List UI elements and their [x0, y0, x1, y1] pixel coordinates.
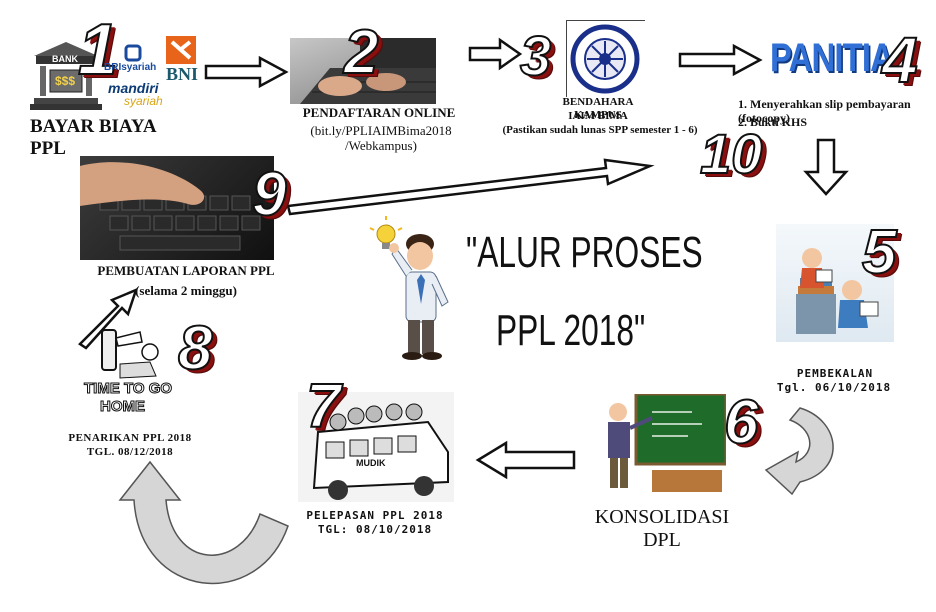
arrow-3-to-4: [678, 43, 763, 77]
teacher-blackboard-icon: [608, 394, 726, 492]
step-2-label-line1: PENDAFTARAN ONLINE: [302, 105, 456, 120]
step-8-label-line1: PENARIKAN PPL 2018: [68, 432, 192, 444]
step-3-label-line2: IAIM BIMA: [568, 110, 628, 122]
step-9-label-line1: PEMBUATAN LAPORAN PPL: [97, 263, 275, 278]
step-5-number: 5: [861, 218, 898, 287]
arrow-9-to-10: [286, 158, 655, 216]
step-2-number: 2: [343, 18, 380, 87]
diagram-title-line1: "ALUR PROSES: [466, 228, 703, 277]
step-4-number: 4: [881, 24, 919, 96]
step-2-typing-photo: [290, 38, 436, 104]
mandiri-logo-text: mandiri: [108, 80, 159, 96]
step-7-label-line1: PELEPASAN PPL 2018: [306, 509, 444, 522]
step-2-label-line2: (bit.ly/PPLIAIMBima2018 /Webkampus): [310, 123, 452, 153]
step-3-campus-seal: [566, 20, 645, 97]
step-9-number: 9: [251, 160, 288, 229]
bni-mark-icon: [166, 36, 196, 64]
arrow-4-to-5: [803, 138, 849, 196]
step-6-number: 6: [723, 388, 760, 457]
bus-sign-text: MUDIK: [356, 458, 386, 468]
bni-logo: BNI: [160, 36, 204, 86]
step-8-label-line2: TGL. 08/12/2018: [86, 446, 174, 458]
bni-logo-text: BNI: [166, 64, 199, 84]
arrow-2-to-3: [468, 37, 523, 71]
step-5-label-line2: Tgl. 06/10/2018: [776, 381, 892, 394]
step-6-teacher-blackboard-illustration: [592, 394, 726, 494]
mandiri-logo: mandiri syariah: [108, 80, 178, 112]
step-7-label-line2: TGL: 08/10/2018: [317, 523, 433, 536]
campus-seal-icon: [570, 24, 640, 94]
step-7-number: 7: [305, 372, 342, 441]
mandiri-syariah-text: syariah: [124, 94, 163, 108]
bank-icon: [30, 42, 102, 110]
step-1-number: 1: [77, 10, 119, 90]
arrow-1-to-2: [204, 55, 289, 89]
running-figure-icon: [101, 329, 159, 379]
step-4-requirement-1: 1. Menyerahkan slip pembayaran (fotocopy…: [738, 97, 911, 125]
step-7-bus-illustration: MUDIK: [298, 392, 454, 502]
step-8-number: 8: [177, 314, 214, 383]
time-to-go-sign-text: TIME TO GO: [83, 380, 173, 398]
reading-kids-icon: [796, 248, 879, 334]
arrow-7-to-8: [118, 460, 289, 585]
panitia-heading: PANITIA: [770, 36, 894, 80]
step-5-label-line1: PEMBEKALAN: [796, 367, 874, 380]
arrow-8-to-9: [78, 287, 139, 350]
diagram-title-line2: PPL 2018": [496, 306, 646, 355]
step-10-number: 10: [699, 122, 763, 185]
step-1-bank-illustration: BANK $$$: [30, 40, 102, 112]
step-6-label: KONSOLIDASI DPL: [594, 506, 730, 551]
step-9-label-line2: (selama 2 minggu): [135, 283, 237, 298]
laptop-typing-icon: [300, 38, 436, 104]
home-sign-text: HOME: [100, 398, 146, 416]
step-9-keyboard-photo: [80, 156, 274, 260]
step-5-reading-kids-illustration: [776, 224, 894, 342]
bri-logo: BRIsyariah: [104, 44, 164, 78]
step-8-time-to-go-home-illustration: TIME TO GO HOME: [80, 324, 178, 424]
arrow-5-to-6: [764, 407, 834, 496]
keyboard-hand-icon: [80, 162, 261, 251]
bri-logo-text: BRIsyariah: [104, 62, 157, 73]
step-4-requirement-2: 2. Bukti KHS: [738, 115, 808, 129]
crowded-bus-icon: [312, 403, 449, 500]
bank-money-text: $$$: [55, 74, 76, 88]
step-3-label-line3: (Pastikan sudah lunas SPP semester 1 - 6…: [502, 124, 698, 136]
center-businessman-illustration: [352, 214, 462, 364]
step-3-number: 3: [519, 24, 552, 87]
arrow-6-to-7: [475, 440, 576, 480]
idea-businessman-icon: [369, 216, 449, 360]
bri-mark-icon: [124, 44, 142, 62]
lightbulb-icon: [369, 216, 403, 249]
bank-sign-text: BANK: [52, 54, 78, 64]
step-1-label: BAYAR BIAYA PPL: [30, 116, 156, 159]
step-3-label-line1: BENDAHARA KAMPUS: [562, 96, 634, 121]
